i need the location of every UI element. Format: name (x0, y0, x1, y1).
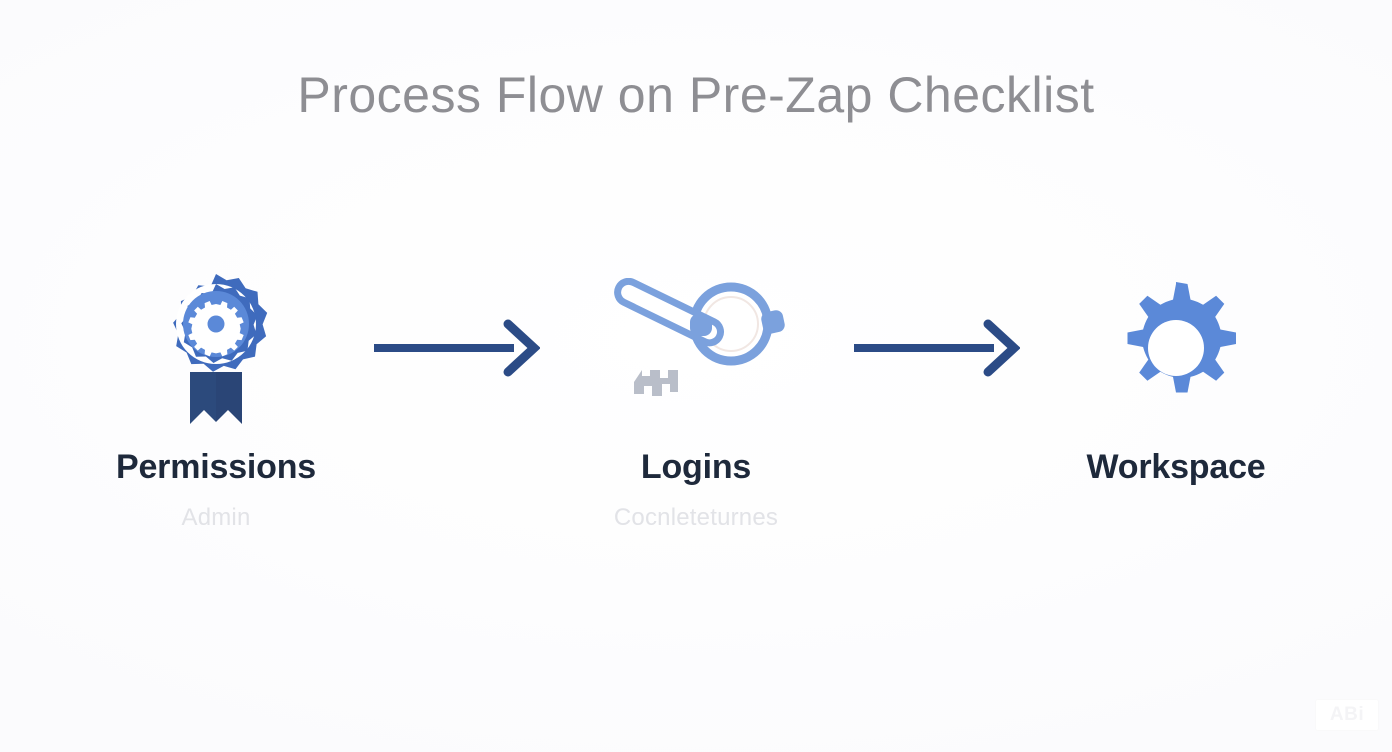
flow-step-logins[interactable]: Logins Cocnleteturnes (546, 268, 846, 530)
flow-step-label: Logins (640, 448, 752, 486)
gear-icon (1106, 268, 1246, 428)
arrow-right-icon-2 (846, 268, 1026, 428)
flow-step-sublabel: Admin (181, 504, 251, 531)
watermark-logo: ABi (1316, 700, 1378, 730)
arrow-right-icon-1 (366, 268, 546, 428)
key-icon (596, 268, 796, 428)
flow-step-sublabel: Cocnleteturnes (613, 504, 779, 531)
process-flow-diagram: Permissions Admin (0, 268, 1392, 568)
flow-step-label: Permissions (115, 448, 316, 486)
flow-step-permissions[interactable]: Permissions Admin (66, 268, 366, 530)
flow-step-label: Workspace (1086, 448, 1266, 486)
flow-step-workspace[interactable]: Workspace (1026, 268, 1326, 530)
page-title: Process Flow on Pre-Zap Checklist (297, 67, 1095, 123)
award-badge-gear-icon (146, 268, 286, 428)
